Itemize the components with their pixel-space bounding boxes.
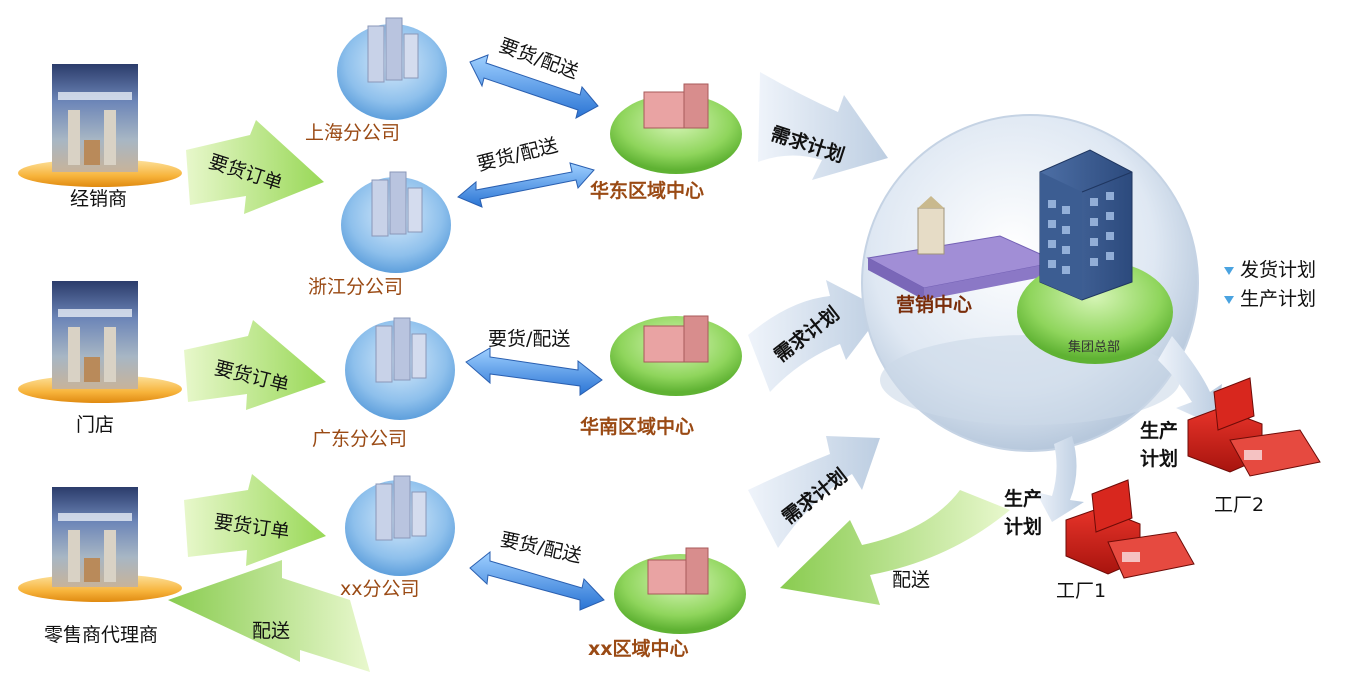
- production-arrow-label-line2: 计划: [1140, 448, 1179, 470]
- delivery-arrow: [780, 490, 1010, 605]
- xx-region-label: xx区域中心: [588, 638, 689, 660]
- xx-region-icon: [614, 547, 746, 634]
- hq-label: 集团总部: [1068, 340, 1121, 355]
- marketing-center-label: 营销中心: [896, 294, 973, 316]
- retailer-label: 零售商代理商: [44, 624, 159, 646]
- dealer-label: 经销商: [70, 188, 128, 210]
- xx-branch-label: xx分公司: [340, 578, 420, 600]
- factory2-label: 工厂2: [1214, 494, 1265, 516]
- legend-item-production-plan: 生产计划: [1224, 284, 1316, 311]
- supply-arrow-label: 要货/配送: [488, 328, 571, 350]
- zhejiang-branch-label: 浙江分公司: [308, 276, 404, 298]
- south-region-label: 华南区域中心: [580, 416, 695, 438]
- order-arrow: [186, 120, 324, 214]
- south-region-icon: [610, 315, 742, 396]
- hq-tower-icon: [1039, 149, 1133, 301]
- east-region-icon: [610, 83, 742, 174]
- east-region-label: 华东区域中心: [590, 180, 705, 202]
- demand-arrow: [758, 72, 888, 180]
- legend-label: 发货计划: [1240, 259, 1317, 281]
- order-arrow: [184, 320, 326, 410]
- guangdong-branch-icon: [345, 317, 455, 420]
- factory2-icon: [1187, 377, 1321, 477]
- delivery-arrow-label: 配送: [252, 620, 291, 642]
- production-arrow-label-line1: 生产: [1004, 488, 1043, 510]
- demand-arrow: [748, 280, 884, 392]
- production-arrow-label-line2: 计划: [1004, 516, 1043, 538]
- supply-double-arrow: [457, 162, 595, 208]
- delivery-arrow: [168, 560, 370, 672]
- zhejiang-branch-icon: [341, 171, 451, 273]
- production-arrow: [1158, 336, 1222, 426]
- dealer-icon: [18, 64, 182, 187]
- factory1-icon: [1065, 479, 1195, 579]
- factory1-label: 工厂1: [1056, 580, 1107, 602]
- legend-item-shipping-plan: 发货计划: [1224, 255, 1316, 282]
- production-arrow: [1036, 436, 1084, 522]
- bullet-icon: [1224, 295, 1234, 304]
- supply-double-arrow: [469, 550, 605, 611]
- bullet-icon: [1224, 266, 1234, 275]
- order-arrow: [184, 474, 326, 566]
- guangdong-branch-label: 广东分公司: [312, 428, 408, 450]
- store-icon: [18, 281, 182, 403]
- shanghai-branch-icon: [337, 17, 447, 120]
- demand-arrow: [748, 436, 880, 548]
- retailer-icon: [18, 487, 182, 602]
- shanghai-branch-label: 上海分公司: [305, 122, 401, 144]
- production-arrow-label-line1: 生产: [1140, 420, 1179, 442]
- xx-branch-icon: [345, 475, 455, 576]
- legend-label: 生产计划: [1240, 288, 1317, 310]
- supply-double-arrow: [465, 347, 603, 396]
- supply-double-arrow: [469, 54, 599, 119]
- store-label: 门店: [76, 414, 115, 436]
- delivery-arrow-label: 配送: [892, 569, 931, 591]
